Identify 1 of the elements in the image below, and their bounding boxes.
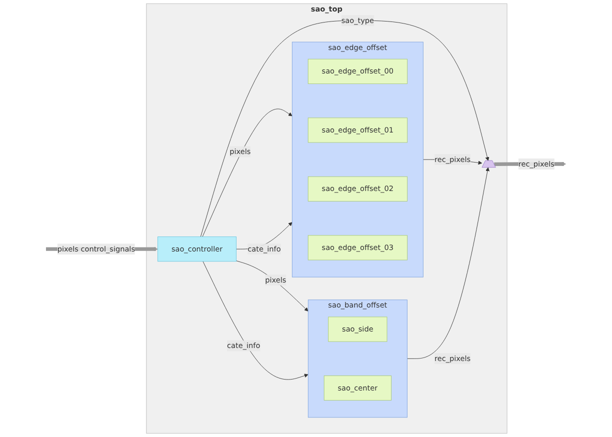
node-trapezoid [482,160,496,168]
